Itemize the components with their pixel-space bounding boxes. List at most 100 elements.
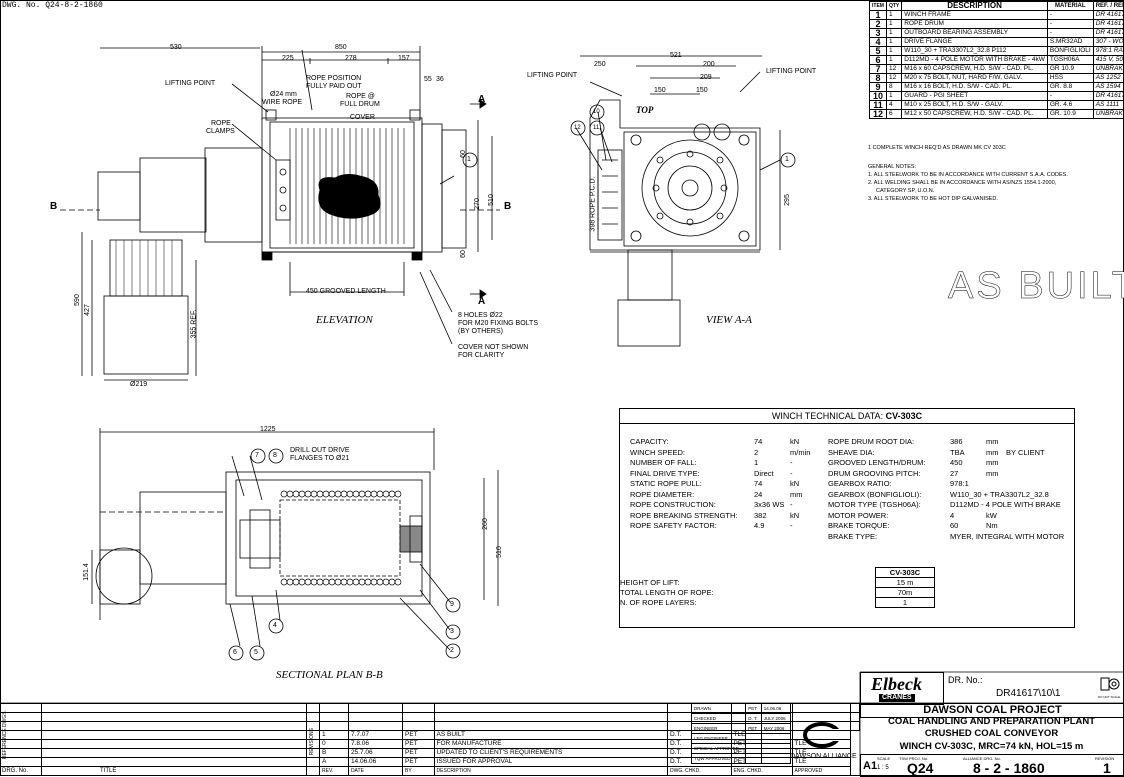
parts-cell: 5 [870,47,887,56]
parts-cell: AS 1594 [1093,83,1124,92]
revision-header-cell: DATE [348,767,402,776]
balloon-8: 8 [273,452,277,460]
revision-cell: 7.8.06 [348,740,402,749]
revision-cell [320,704,349,713]
tech-right-value: MYER, INTEGRAL WITH MOTOR [950,532,1064,541]
dim-150a: 150 [654,87,666,95]
drg-no-col: DRG. No. [2,767,28,775]
lift-value: 15 m [876,578,935,588]
parts-cell: DR 41617-12 [1093,20,1124,29]
parts-cell: 307 - WOA [1093,38,1124,47]
tech-left-value: 2 [754,448,758,457]
revision-cell [42,740,307,749]
signoff-cell: CHECKED [692,714,746,724]
revisions-label: REVISIONS [308,728,316,755]
revision-cell [42,704,307,713]
dim-590: 590 [74,294,82,306]
dim-278: 278 [345,55,357,63]
signoff-cell: LEG ENGINEER [692,734,746,744]
tech-right-label: BRAKE TORQUE: [828,521,889,530]
tech-left-value: 382 [754,511,767,520]
dim-55: 55 [424,76,432,84]
parts-cell: 3 [870,29,887,38]
signoff-cell [761,754,790,764]
parts-cell: 4 [886,101,901,110]
parts-cell: 11 [870,101,887,110]
revision-cell [320,722,349,731]
parts-cell: TGSH06A [1047,56,1093,65]
parts-cell: 6 [870,56,887,65]
tech-left-unit: - [790,521,793,530]
scale-label: SCALE [877,756,890,761]
parts-cell: WINCH FRAME [902,11,1048,20]
tech-left-unit: - [790,469,793,478]
tech-right-unit: mm [986,469,999,478]
view-aa-title: VIEW A-A [706,316,752,324]
dim-510: 510 [488,194,496,206]
dim-398: 398 ROPE P.C.D. [590,176,598,231]
parts-cell: GR. 4.6 [1047,101,1093,110]
parts-cell: 12 [886,74,901,83]
dim-150b: 150 [696,87,708,95]
tech-left-label: FINAL DRIVE TYPE: [630,469,700,478]
revision-cell [792,731,851,740]
parts-cell: DR 41617-11 [1093,11,1124,20]
tech-left-unit: mm [790,490,803,499]
elevation-title: ELEVATION [316,316,373,324]
revision-cell [434,704,668,713]
view-aa [576,56,780,346]
signoff-cell [761,744,790,754]
parts-cell: D112MD - 4 POLE MOTOR WITH BRAKE - 4kW [902,56,1048,65]
tech-right-label: BRAKE TYPE: [828,532,877,541]
revision-cell [320,713,349,722]
tech-left-value: 74 [754,479,762,488]
lift-label: HEIGHT OF LIFT: [620,578,745,588]
drill-label2: FLANGES TO Ø21 [290,455,349,463]
signoff-cell [761,734,790,744]
revision-cell: 0 [320,740,349,749]
note-3: 3. ALL STEELWORK TO BE HOT DIP GALVANISE… [868,195,998,203]
tech-title-code: CV-303C [886,411,923,421]
revision-header-cell: DESCRIPTION [434,767,668,776]
revision-cell [1,713,42,722]
section-a-top: A [478,96,485,104]
tech-right-value: 450 [950,458,963,467]
parts-cell: S.MR32AD [1047,38,1093,47]
dr-no-value: DR41617\10\1 [996,688,1061,699]
revision-cell: PET [403,731,435,740]
revision-cell: 25.7.06 [348,749,402,758]
parts-header-material: MATERIAL [1047,2,1093,11]
rope-position-label2: FULLY PAID OUT [306,83,362,91]
top-label: TOP [636,106,653,114]
tech-right-unit: mm [986,448,999,457]
revision-header-cell: REV. [320,767,349,776]
revision-cell [42,749,307,758]
lift-value: 1 [876,598,935,608]
dim-157: 157 [398,55,410,63]
tech-left-label: NUMBER OF FALL: [630,458,697,467]
projection-icon [1100,677,1120,691]
tech-left-value: Direct [754,469,774,478]
tech-title-prefix: WINCH TECHNICAL DATA: [772,411,886,421]
parts-cell: 978:1 RATIO [1093,47,1124,56]
alliance-no: 8 - 2 - 1860 [973,761,1045,775]
parts-cell: DRIVE FLANGE [902,38,1048,47]
parts-cell: 10 [870,92,887,101]
parts-cell: UNBRAKO [1093,110,1124,119]
balloon-10: 10 [593,108,600,116]
revision-cell [348,713,402,722]
parts-cell: 1 [886,47,901,56]
balloon-7: 7 [255,452,259,460]
parts-cell: AS 1252 [1093,74,1124,83]
parts-cell: M16 x 16 BOLT, H.D. S/W - CAD. PL. [902,83,1048,92]
